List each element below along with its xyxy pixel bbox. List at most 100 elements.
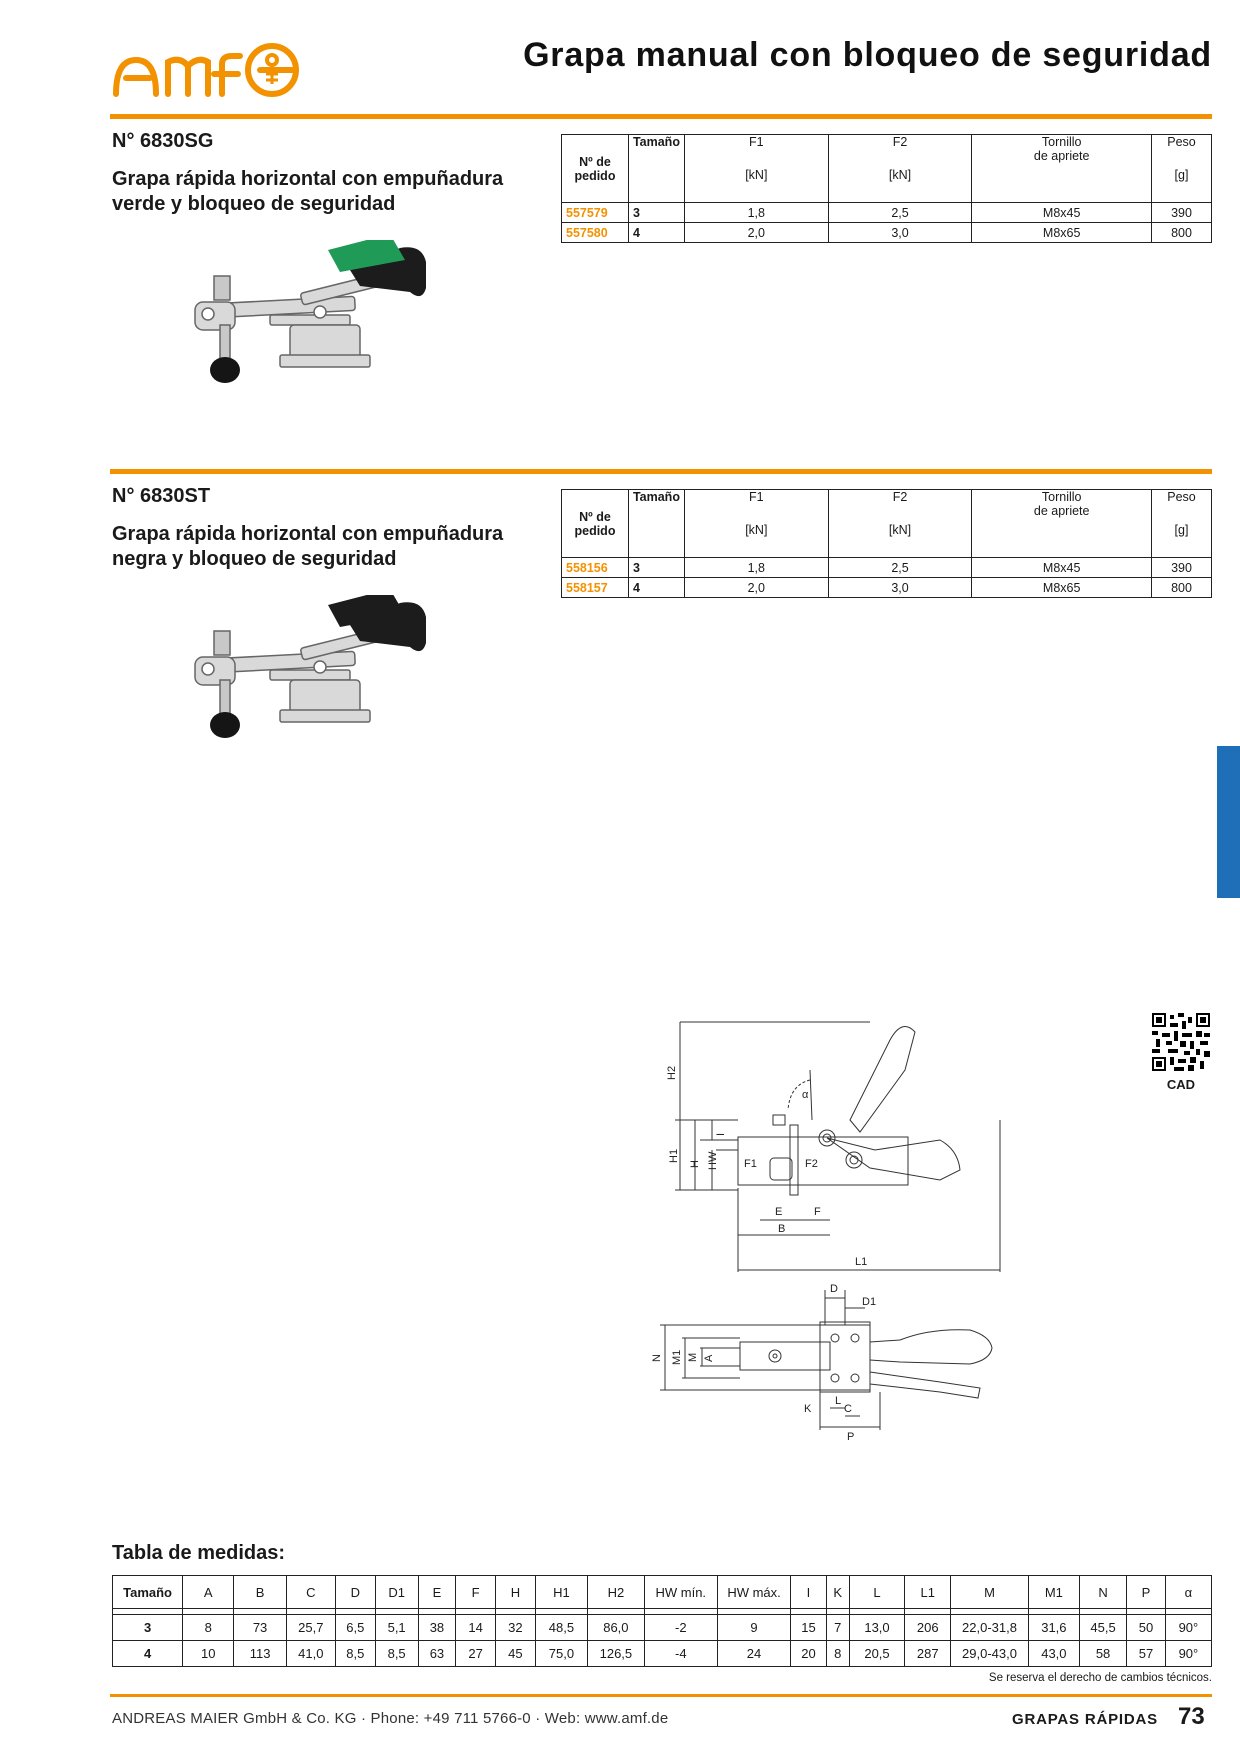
page-title: Grapa manual con bloqueo de seguridad [523,36,1212,74]
header-cell: B [233,1575,287,1609]
measure-cell: 20 [790,1640,827,1667]
measure-cell: 45,5 [1079,1614,1128,1641]
measure-cell: 206 [904,1614,952,1641]
header-cell: C [285,1575,336,1609]
measure-cell: 45 [495,1640,536,1667]
table-row: 557579 3 1,8 2,5 M8x45 390 [561,202,1212,223]
measure-cell: 90° [1164,1614,1213,1641]
chapter-tab [1217,746,1240,898]
measure-cell: 8 [182,1614,235,1641]
measure-cell: 29,0-43,0 [950,1640,1029,1667]
f1-cell: 1,8 [683,557,829,578]
f1-cell: 1,8 [683,202,829,223]
order-code-link[interactable]: 557580 [561,222,629,243]
measure-cell: 24 [716,1640,792,1667]
header-cell: H [495,1575,536,1609]
size-cell: 3 [627,557,685,578]
section-divider [110,114,1212,119]
measure-cell: 41,0 [285,1640,336,1667]
header-cell: D1 [374,1575,419,1609]
measure-cell: 10 [182,1640,235,1667]
measure-cell: 57 [1126,1640,1166,1667]
l1-label: L1 [855,1256,867,1268]
order-code-link[interactable]: 557579 [561,202,629,223]
measure-cell: 22,0-31,8 [950,1614,1029,1641]
measure-cell: 25,7 [285,1614,336,1641]
measure-cell: 126,5 [587,1640,645,1667]
header-cell: D [334,1575,376,1609]
header-cell: HW mín. [643,1575,718,1609]
measure-cell: 287 [904,1640,952,1667]
header-cell: N [1079,1575,1128,1609]
header-cell: Tamaño [111,1575,184,1609]
f2-cell: 3,0 [827,222,973,243]
measure-cell: 14 [455,1614,497,1641]
f2-header: F2[kN] [827,134,973,203]
qr-code-icon[interactable] [1152,1013,1210,1071]
weight-header: Peso[g] [1151,489,1212,558]
header-cell: A [182,1575,235,1609]
measure-cell: 38 [417,1614,457,1641]
measure-cell: 13,0 [848,1614,906,1641]
measure-cell: 43,0 [1027,1640,1081,1667]
f1-header: F1[kN] [683,134,829,203]
m1-label: M1 [671,1350,683,1365]
side-view-drawing: H2 α I H1 H HW F1 F2 E F B L1 [666,1021,1001,1272]
footer-company: ANDREAS MAIER GmbH & Co. KG · Phone: +49… [112,1710,669,1727]
measures-title: Tabla de medidas: [112,1542,286,1564]
footer-divider [110,1694,1212,1697]
size-cell: 4 [111,1640,184,1667]
header-cell: M [950,1575,1029,1609]
measure-cell: 113 [233,1640,287,1667]
section-divider [110,469,1212,474]
f1-header: F1[kN] [683,489,829,558]
header-cell: L1 [904,1575,952,1609]
top-view-drawing: D D1 N M1 M A L K C P [651,1283,993,1443]
size-cell: 4 [627,222,685,243]
f-label: F [814,1206,821,1218]
weight-cell: 390 [1151,202,1212,223]
order-code-link[interactable]: 558156 [561,557,629,578]
measure-cell: 15 [790,1614,827,1641]
n-label: N [651,1354,663,1362]
header-cell: F [455,1575,497,1609]
alpha-label: α [802,1089,809,1101]
measure-cell: 58 [1079,1640,1128,1667]
h1-label: H1 [668,1149,680,1163]
header-cell: HW máx. [716,1575,792,1609]
measure-cell: 86,0 [587,1614,645,1641]
screw-cell: M8x45 [971,202,1153,223]
m-label: M [687,1353,699,1362]
p-label: P [847,1431,854,1443]
size-cell: 3 [111,1614,184,1641]
order-code-link[interactable]: 558157 [561,577,629,598]
product-description-line: negra y bloqueo de seguridad [112,548,397,570]
table-row: 558156 3 1,8 2,5 M8x45 390 [561,557,1212,578]
header-cell: H2 [587,1575,645,1609]
measure-cell: 20,5 [848,1640,906,1667]
footer-section: GRAPAS RÁPIDAS [1012,1711,1158,1728]
measure-cell: 8,5 [334,1640,376,1667]
f1-cell: 2,0 [683,577,829,598]
size-header: Tamaño [627,134,685,203]
measure-cell: -2 [643,1614,718,1641]
size-header: Tamaño [627,489,685,558]
screw-cell: M8x65 [971,222,1153,243]
header-cell: E [417,1575,457,1609]
header-cell: L [848,1575,906,1609]
screw-cell: M8x65 [971,577,1153,598]
i-label: I [715,1133,727,1136]
measure-cell: 48,5 [534,1614,589,1641]
product-photo-green [194,240,426,383]
h2-label: H2 [666,1066,678,1080]
header-cell: α [1164,1575,1213,1609]
weight-cell: 390 [1151,557,1212,578]
e-label: E [775,1206,782,1218]
product-number: N° 6830SG [112,130,214,152]
weight-cell: 800 [1151,577,1212,598]
header-cell: P [1126,1575,1166,1609]
